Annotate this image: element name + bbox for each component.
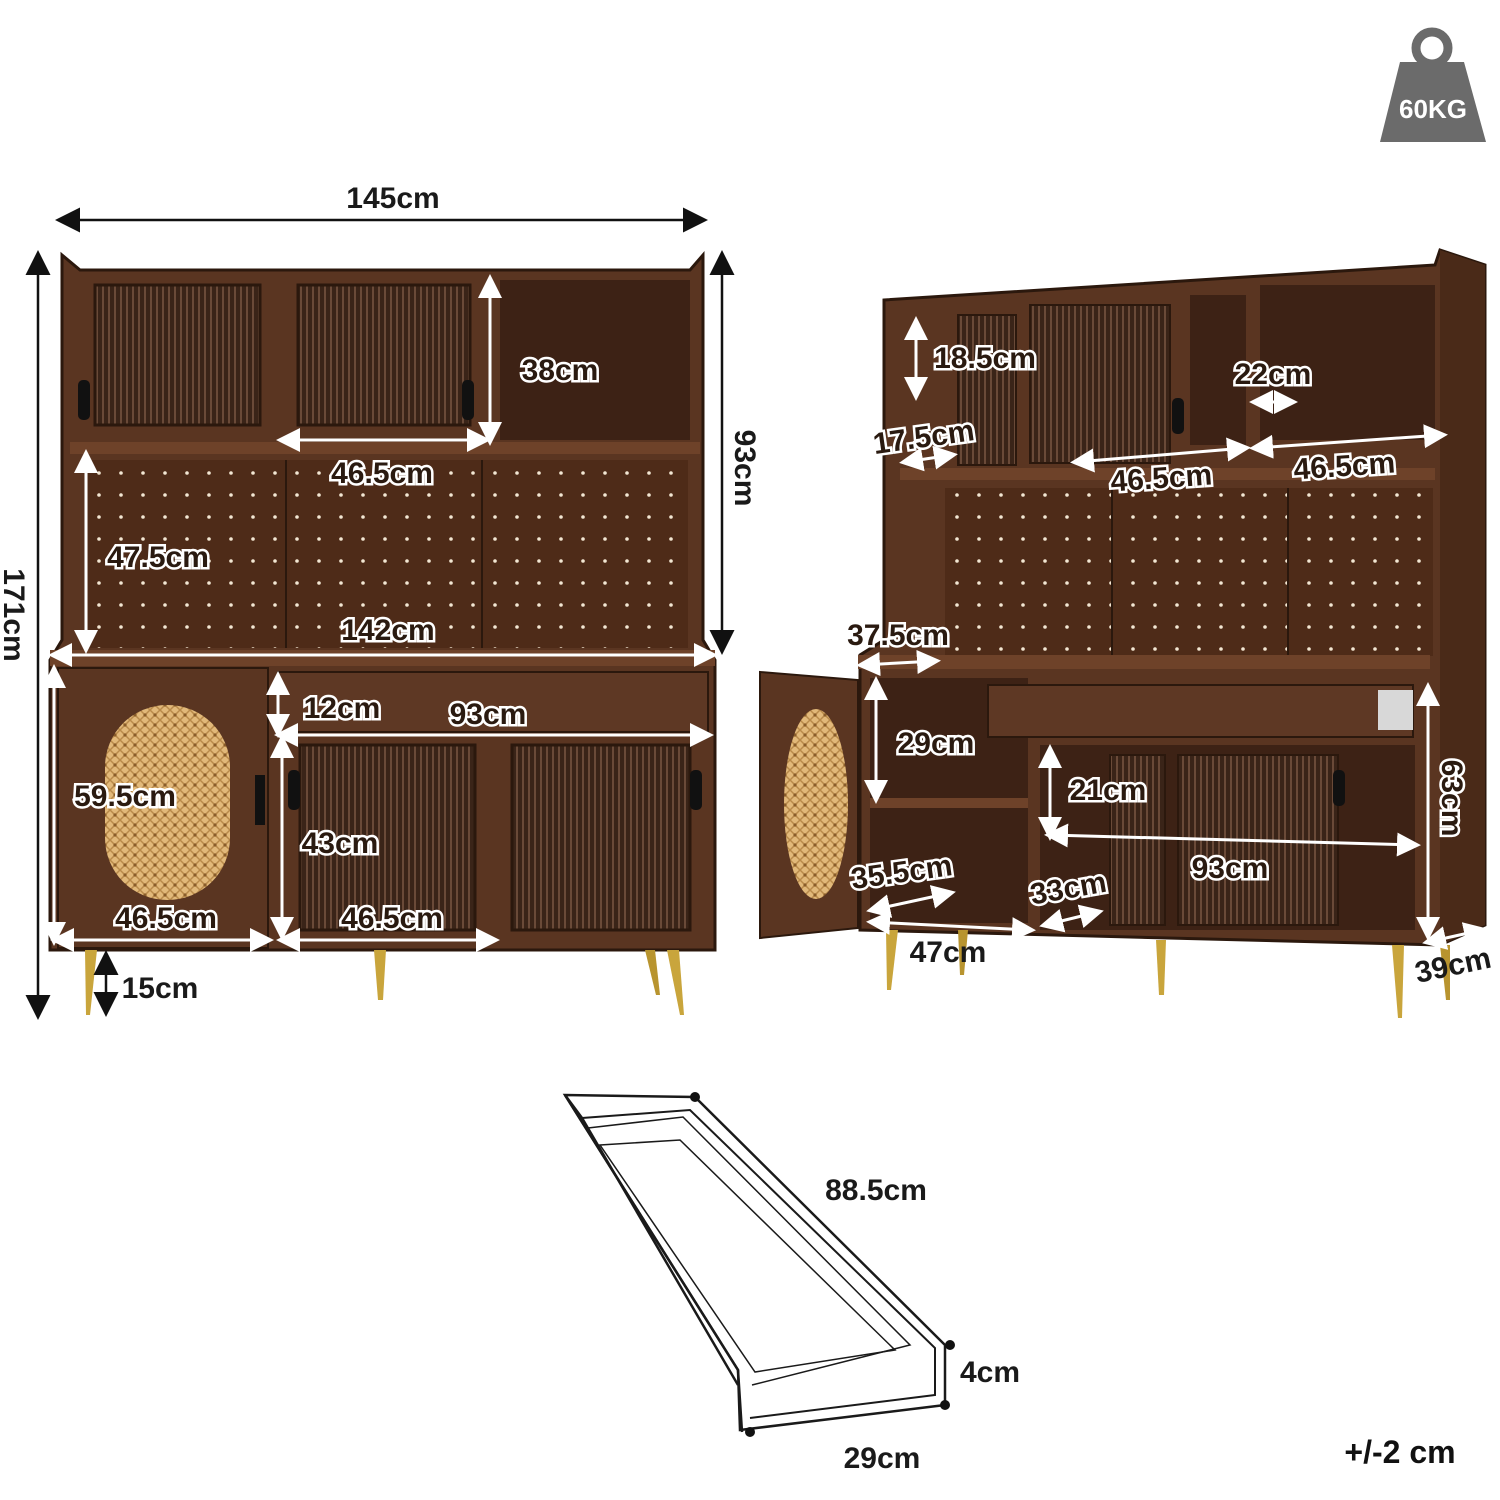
side-leg-back-left: [958, 930, 968, 975]
side-left-compartment-height-label: 29cm: [898, 727, 975, 760]
side-small-cab-height-label: 18.5cm: [934, 342, 1036, 375]
drawer-height-label: 4cm: [960, 1356, 1020, 1389]
front-top-cabinet-height-label: 38cm: [522, 354, 599, 387]
front-lower-handle-right: [690, 770, 702, 810]
front-countertop: [50, 650, 715, 666]
side-cabinet-right-panel: [1440, 250, 1485, 945]
weight-handle-icon: [1411, 27, 1453, 69]
front-lower-cabinet-height-label: 43cm: [302, 827, 379, 860]
front-leg-back: [645, 950, 660, 995]
side-small-glass-door: [957, 314, 1017, 466]
side-open-shelf-width-label: 22cm: [1235, 358, 1312, 391]
side-total-depth-label: 39cm: [1412, 942, 1494, 990]
side-drawer-rail: [1378, 690, 1413, 730]
front-left-door-width-label: 46.5cm: [115, 902, 217, 935]
weight-icon: [1380, 62, 1486, 142]
front-hutch-height-label: 93cm: [728, 430, 761, 507]
front-top-glass-door-left: [93, 283, 262, 427]
front-top-door-width-label: 46.5cm: [331, 457, 433, 490]
side-leg-back-right: [1440, 945, 1450, 1000]
front-top-handle-left: [78, 380, 90, 420]
front-pegboard-height-label: 47.5cm: [107, 541, 209, 574]
front-total-width-label: 145cm: [346, 182, 439, 215]
front-view: 145cm 171cm 93cm 38cm 46.5cm 47.5cm 142c…: [0, 182, 761, 1020]
front-drawer-width-label: 93cm: [450, 698, 527, 731]
weight-label: 60KG: [1399, 94, 1467, 124]
side-upper-glass-door: [1029, 304, 1171, 464]
drawer-length-label: 88.5cm: [825, 1174, 927, 1207]
side-open-shelf: [1190, 295, 1246, 445]
side-upper-door-width-label: 46.5cm: [1109, 459, 1213, 499]
side-right-compartment-height-label: 21cm: [1070, 774, 1147, 807]
side-lower-handle: [1333, 770, 1345, 806]
front-base-height-label: 59.5cm: [74, 780, 176, 813]
front-rattan-panel: [105, 705, 230, 900]
front-leg-middle: [374, 950, 386, 1000]
front-top-shelf: [70, 442, 700, 454]
front-lower-glass-door-right: [510, 743, 692, 932]
front-pegboard: [88, 460, 688, 648]
side-leg-front-right: [1392, 945, 1404, 1018]
drawer-view: 88.5cm 4cm 29cm: [562, 1092, 1020, 1475]
front-leg-right: [667, 950, 684, 1015]
side-upper-right-shelf: [1260, 285, 1435, 440]
side-pegboard: [945, 488, 1433, 656]
front-lower-door-width-label: 46.5cm: [341, 902, 443, 935]
front-lower-handle-left: [288, 770, 300, 810]
side-view: 18.5cm 17.5cm 22cm 46.5cm 46.5cm 37.5cm …: [759, 248, 1494, 1018]
side-countertop: [858, 655, 1430, 669]
front-rattan-door-handle: [255, 775, 265, 825]
front-leg-height-label: 15cm: [122, 972, 199, 1005]
front-top-handle-right: [462, 380, 474, 420]
front-top-glass-door-middle: [296, 283, 472, 427]
front-total-height-label: 171cm: [0, 568, 30, 661]
side-base-cabinet-height-label: 63cm: [1435, 760, 1468, 837]
side-counter-depth-label: 37.5cm: [847, 619, 949, 652]
side-leg-front-left: [886, 930, 898, 990]
side-leg-middle: [1156, 940, 1166, 995]
front-drawer-height-label: 12cm: [304, 692, 381, 725]
side-shelf-width-label: 93cm: [1192, 852, 1269, 885]
drawer-width-label: 29cm: [844, 1442, 921, 1475]
side-left-width-label: 47cm: [910, 936, 987, 969]
side-upper-handle: [1172, 398, 1184, 434]
side-rattan-panel: [784, 709, 848, 899]
front-top-open-shelf: [500, 280, 690, 440]
side-left-shelf: [870, 798, 1028, 808]
tolerance-note: +/-2 cm: [1344, 1434, 1455, 1470]
drawer-outline: [562, 1093, 947, 1432]
side-open-drawer: [987, 684, 1414, 738]
weight-badge: 60KG: [1380, 27, 1486, 142]
front-leg-left: [85, 950, 97, 1015]
side-upper-shelf: [900, 468, 1435, 480]
front-lower-glass-door-left: [298, 743, 477, 932]
front-counter-width-label: 142cm: [341, 614, 434, 647]
